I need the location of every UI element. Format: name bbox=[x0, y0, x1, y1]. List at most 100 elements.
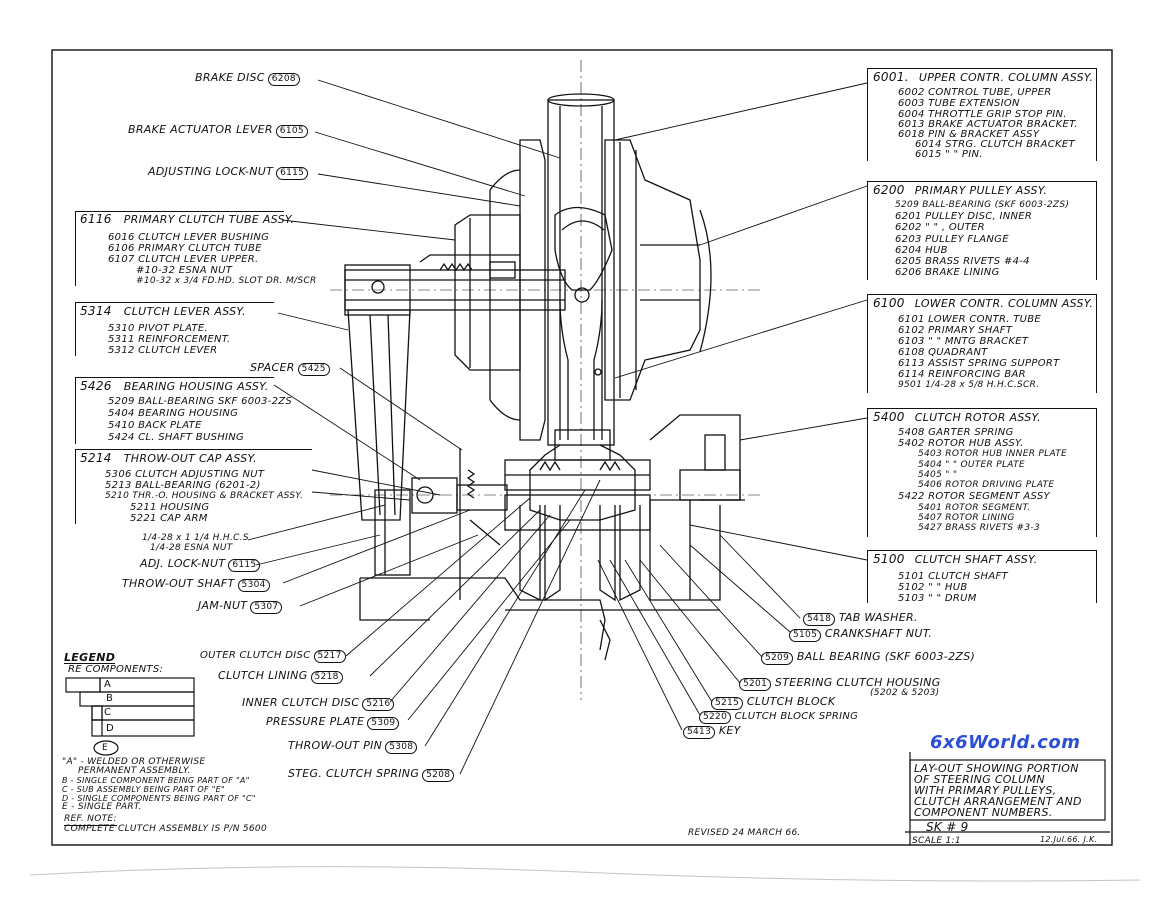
box-5100-row: 5101 CLUTCH SHAFT bbox=[898, 571, 1008, 582]
box-head-number: 5314 bbox=[80, 304, 112, 318]
box-head-number: 5426 bbox=[80, 379, 112, 393]
box-6116-row: 6106 PRIMARY CLUTCH TUBE bbox=[108, 243, 262, 254]
box-6200-row: 6205 BRASS RIVETS #4-4 bbox=[895, 256, 1030, 267]
box-head-title: CLUTCH ROTOR ASSY. bbox=[914, 411, 1041, 424]
part-number: 5307 bbox=[250, 601, 283, 614]
box-5400-row: 5427 BRASS RIVETS #3-3 bbox=[918, 523, 1040, 533]
box-5100-row: 5102 " " HUB bbox=[898, 582, 968, 593]
callout-label: ADJUSTING LOCK-NUT bbox=[148, 165, 274, 178]
callout-label: CLUTCH LINING bbox=[218, 669, 308, 682]
box-head-title: PRIMARY PULLEY ASSY. bbox=[914, 184, 1048, 197]
sheet-number: SK # 9 bbox=[926, 820, 969, 834]
box-6001-row: 6013 BRAKE ACTUATOR BRACKET. bbox=[898, 119, 1078, 130]
callout-bolt-line1: 1/4-28 x 1 1/4 H.H.C.S. bbox=[142, 533, 253, 543]
parts-box-5426 bbox=[75, 377, 274, 444]
title-line: OF STEERING COLUMN bbox=[914, 773, 1045, 786]
box-6001-row: 6003 TUBE EXTENSION bbox=[898, 98, 1020, 109]
callout-housing-sub: (5202 & 5203) bbox=[870, 688, 940, 698]
box-5400-row: 5407 ROTOR LINING bbox=[918, 513, 1015, 523]
legend-letter-e: E bbox=[102, 743, 108, 753]
callout-label: SPACER bbox=[250, 361, 295, 374]
legend-title: LEGEND bbox=[64, 651, 116, 664]
box-5400-header: 5400 CLUTCH ROTOR ASSY. bbox=[873, 410, 1041, 424]
box-5400-row: 5422 ROTOR SEGMENT ASSY bbox=[898, 491, 1050, 502]
box-5400-row: 5405 " " bbox=[918, 470, 958, 480]
title-line: WITH PRIMARY PULLEYS, bbox=[914, 784, 1057, 797]
box-head-title: BEARING HOUSING ASSY. bbox=[123, 380, 269, 393]
box-head-number: 6116 bbox=[80, 212, 112, 226]
legend-note: C - SUB ASSEMBLY BEING PART OF "E" bbox=[62, 785, 226, 794]
legend-ref-note: REF. NOTE: bbox=[64, 814, 117, 826]
box-6116-row: 6016 CLUTCH LEVER BUSHING bbox=[108, 232, 270, 243]
legend-letter-d: D bbox=[106, 723, 115, 734]
part-number: 5418 bbox=[803, 613, 836, 626]
box-6100-row: 6108 QUADRANT bbox=[898, 347, 988, 358]
box-6001-row: 6015 " " PIN. bbox=[915, 149, 983, 160]
parts-box-5100 bbox=[867, 550, 1097, 603]
box-6001-row: 6002 CONTROL TUBE, UPPER bbox=[898, 87, 1052, 98]
callout-steering-clutch-housing: 5201 STEERING CLUTCH HOUSING bbox=[736, 677, 941, 691]
part-number: 6105 bbox=[275, 125, 308, 138]
box-5400-row: 5401 ROTOR SEGMENT. bbox=[918, 503, 1031, 513]
callout-label: CLUTCH BLOCK bbox=[746, 695, 836, 708]
callout-clutch-block: 5215 CLUTCH BLOCK bbox=[708, 696, 835, 710]
box-6200-row: 6201 PULLEY DISC, INNER bbox=[895, 211, 1033, 222]
box-6100-row: 6103 " " MNTG BRACKET bbox=[898, 336, 1029, 347]
title-line: COMPONENT NUMBERS. bbox=[914, 806, 1053, 819]
box-5426-row: 5410 BACK PLATE bbox=[108, 420, 202, 431]
box-5400-row: 5404 " " OUTER PLATE bbox=[918, 460, 1025, 470]
site-watermark: 6x6World.com bbox=[930, 732, 1081, 753]
parts-box-5314 bbox=[75, 302, 274, 356]
callout-label: ADJ. LOCK-NUT bbox=[140, 557, 226, 570]
box-5400-row: 5406 ROTOR DRIVING PLATE bbox=[918, 480, 1055, 490]
box-6200-row: 6204 HUB bbox=[895, 245, 948, 256]
drawing-date: 12.Jul.66. J.K. bbox=[1040, 835, 1098, 844]
callout-ball-bearing: 5209 BALL BEARING (SKF 6003-2ZS) bbox=[758, 651, 975, 665]
legend-note: PERMANENT ASSEMBLY. bbox=[78, 766, 191, 776]
box-5314-row: 5310 PIVOT PLATE. bbox=[108, 323, 209, 334]
box-head-number: 5400 bbox=[873, 410, 905, 424]
callout-crankshaft-nut: 5105 CRANKSHAFT NUT. bbox=[786, 628, 932, 642]
box-5100-row: 5103 " " DRUM bbox=[898, 593, 977, 604]
box-head-number: 6001. bbox=[873, 70, 909, 84]
box-6200-row: 5209 BALL-BEARING (SKF 6003-2ZS) bbox=[895, 200, 1070, 210]
box-head-title: PRIMARY CLUTCH TUBE ASSY. bbox=[123, 213, 295, 226]
callout-label: BRAKE DISC bbox=[195, 71, 265, 84]
box-6200-row: 6202 " " , OUTER bbox=[895, 222, 985, 233]
box-head-title: CLUTCH SHAFT ASSY. bbox=[914, 553, 1038, 566]
callout-label: PRESSURE PLATE bbox=[266, 715, 365, 728]
callout-label: JAM-NUT bbox=[198, 599, 248, 612]
title-line: CLUTCH ARRANGEMENT AND bbox=[914, 795, 1082, 808]
callout-label: CRANKSHAFT NUT. bbox=[824, 627, 933, 640]
part-number: 5218 bbox=[310, 671, 343, 684]
box-6116-row: #10-32 ESNA NUT bbox=[136, 265, 233, 276]
box-head-title: THROW-OUT CAP ASSY. bbox=[123, 452, 257, 465]
callout-label: BRAKE ACTUATOR LEVER bbox=[128, 123, 273, 136]
legend-note: B - SINGLE COMPONENT BEING PART OF "A" bbox=[62, 776, 250, 785]
part-number: 5309 bbox=[367, 717, 400, 730]
box-5426-row: 5209 BALL-BEARING SKF 6003-2ZS bbox=[108, 396, 293, 407]
callout-label: TAB WASHER. bbox=[838, 611, 918, 624]
parts-box-6116 bbox=[75, 211, 284, 286]
part-number: 5105 bbox=[789, 629, 822, 642]
box-5214-row: 5306 CLUTCH ADJUSTING NUT bbox=[105, 469, 265, 480]
scale: SCALE 1:1 bbox=[912, 836, 961, 846]
box-5214-row: 5221 CAP ARM bbox=[130, 513, 208, 524]
legend-letter-c: C bbox=[104, 707, 112, 718]
part-number: 5208 bbox=[422, 769, 455, 782]
callout-label: STEERING CLUTCH HOUSING bbox=[774, 676, 941, 689]
legend-note: E - SINGLE PART. bbox=[62, 802, 142, 812]
part-number: 6115 bbox=[276, 167, 309, 180]
